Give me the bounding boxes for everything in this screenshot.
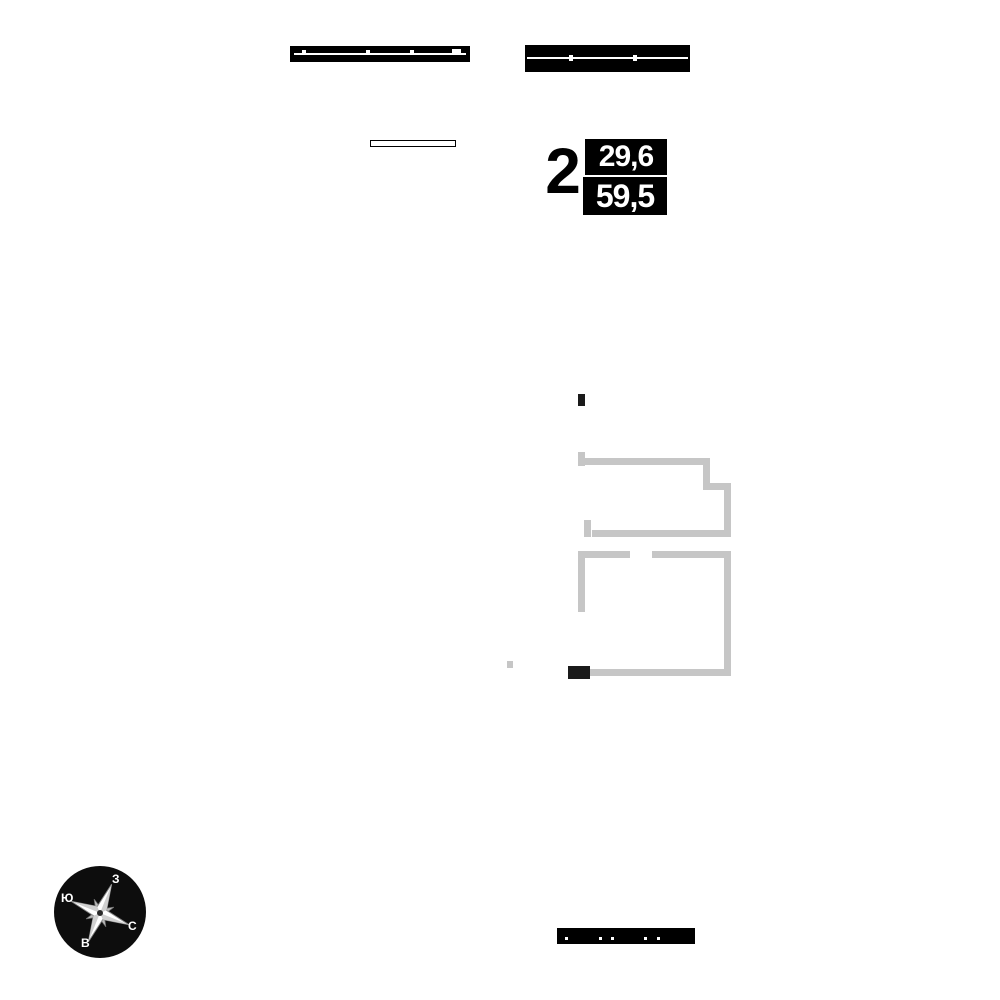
room-b-bottom-left-corner	[568, 666, 590, 679]
unit-area-upper-badge: 29,6	[585, 139, 667, 175]
compass-rose: З Ю С В	[52, 864, 148, 960]
compass-star-icon	[70, 883, 130, 943]
unit-label[interactable]: 2 29,6 59,5	[540, 135, 672, 218]
room-a-left-stub-top	[578, 452, 585, 466]
compass-label-right: С	[128, 919, 137, 933]
room-a-step-horizontal	[703, 483, 731, 490]
room-a-wall-right	[724, 483, 731, 537]
room-b-wall-left	[578, 551, 585, 612]
exterior-wall-top-left	[290, 46, 470, 62]
exterior-wall-top-right	[525, 45, 690, 72]
room-a-left-stub-bottom	[584, 520, 591, 537]
room-a-step-vertical	[703, 458, 710, 490]
balcony-wall-outline	[370, 140, 456, 147]
room-b-wall-right	[724, 551, 731, 676]
unit-area-lower-badge: 59,5	[583, 177, 667, 215]
compass-label-bottom: В	[81, 936, 90, 950]
exterior-wall-bottom	[557, 928, 695, 944]
wall-tick-lower	[507, 661, 513, 668]
compass-label-top: З	[112, 872, 120, 886]
unit-room-count: 2	[545, 135, 581, 207]
unit-area-upper-value: 29,6	[598, 140, 654, 173]
compass-icon: З Ю С В	[54, 866, 146, 958]
unit-area-lower-value: 59,5	[595, 177, 655, 214]
room-b-wall-top-right	[652, 551, 731, 558]
room-b-wall-top-left	[585, 551, 630, 558]
compass-label-left: Ю	[61, 891, 73, 905]
room-a-wall-bottom	[592, 530, 731, 537]
room-b-wall-bottom	[588, 669, 731, 676]
room-a-wall-top	[584, 458, 710, 465]
wall-tick-upper	[578, 394, 585, 406]
